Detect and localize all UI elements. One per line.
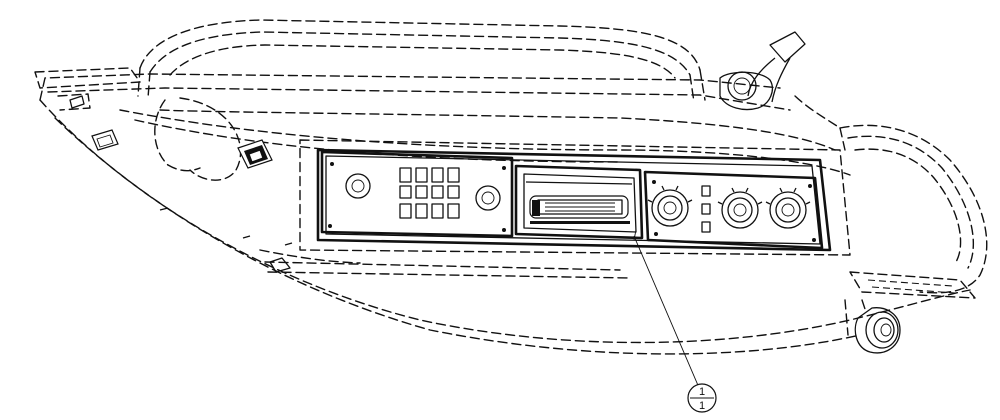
bottom-foot <box>844 299 901 354</box>
round-connector-1 <box>647 185 693 227</box>
round-connector-3 <box>765 187 811 229</box>
callout-index-bottom: 1 <box>699 400 705 412</box>
left-subpanel <box>320 150 514 238</box>
housing-outline <box>39 73 971 355</box>
control-panel-frame <box>299 139 851 256</box>
indicator-slots <box>701 185 711 233</box>
top-handle <box>137 19 706 103</box>
callout-index-top: 1 <box>699 386 705 398</box>
round-connector-2 <box>717 187 763 229</box>
connector-subpanel <box>514 164 644 240</box>
top-knob <box>719 31 841 129</box>
left-bore <box>154 97 242 181</box>
callout-balloon: 1 1 <box>687 383 717 413</box>
callout-leader <box>633 229 701 391</box>
button-grid <box>399 167 460 219</box>
square-port-center <box>237 139 273 169</box>
left-end-cap <box>34 67 141 111</box>
square-port-left <box>91 129 119 151</box>
right-nose-section <box>839 124 988 299</box>
right-subpanel <box>643 170 824 250</box>
body-details <box>159 207 631 279</box>
